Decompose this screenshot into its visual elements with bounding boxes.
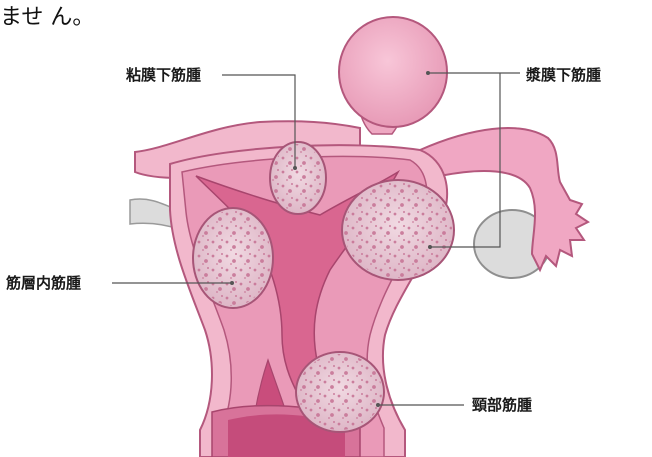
top-caption-text: ませ ん。 — [0, 5, 94, 30]
label-cervical: 頸部筋腫 — [472, 396, 532, 414]
leader-subserosal-end-top — [426, 71, 430, 75]
label-submucosal: 粘膜下筋腫 — [126, 66, 201, 84]
label-subserosal: 漿膜下筋腫 — [525, 66, 601, 84]
leader-intramural-end — [230, 281, 234, 285]
cervical-fibroid-dots — [298, 354, 382, 430]
subserosal-fibroid — [339, 17, 447, 127]
label-intramural: 筋層内筋腫 — [5, 274, 81, 292]
leader-submucosal-end — [293, 166, 297, 170]
intramural-fibroid-dots — [195, 210, 271, 306]
right-wall-fibroid-dots — [344, 182, 452, 278]
submucosal-fibroid-dots — [272, 144, 324, 212]
leader-subserosal-end-bottom — [428, 245, 432, 249]
leader-cervical-end — [376, 403, 380, 407]
